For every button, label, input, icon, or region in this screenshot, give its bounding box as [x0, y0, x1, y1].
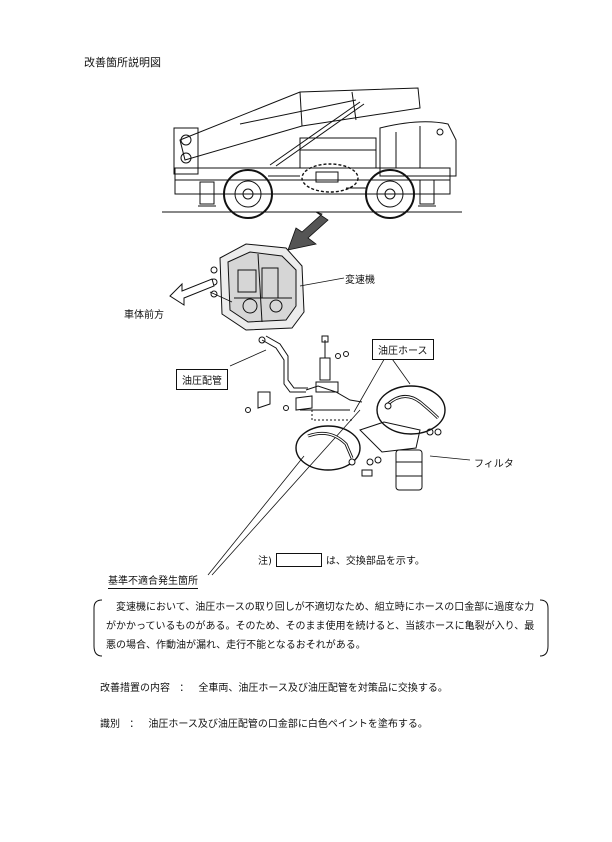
vehicle-front-arrow	[169, 278, 215, 306]
replacement-part-legend-box	[275, 552, 322, 567]
technical-diagram	[162, 87, 471, 576]
replacement-note: 注) は、交換部品を示す。	[258, 552, 425, 567]
measure-label: 改善措置の内容	[100, 683, 170, 694]
hose-highlight-right	[376, 385, 446, 435]
identification: 識別 ： 油圧ホース及び油圧配管の口金部に白色ペイントを塗布する。	[100, 715, 428, 730]
label-filter: フィルタ	[474, 459, 514, 470]
label-transmission: 変速機	[345, 275, 375, 286]
label-hydraulic-pipe: 油圧配管	[176, 369, 228, 390]
identification-separator: ：	[129, 719, 140, 730]
identification-text: 油圧ホース及び油圧配管の口金部に白色ペイントを塗布する。	[148, 719, 428, 730]
label-hydraulic-hose: 油圧ホース	[372, 339, 434, 360]
label-vehicle-front: 車体前方	[124, 310, 164, 321]
defect-description: 変速機において、油圧ホースの取り回しが不適切なため、組立時にホースの口金部に過度…	[92, 598, 550, 657]
description-brackets	[93, 599, 549, 657]
description-text: 変速機において、油圧ホースの取り回しが不適切なため、組立時にホースの口金部に過度…	[106, 602, 535, 651]
hose-highlight-left	[295, 425, 361, 471]
measure-text: 全車両、油圧ホース及び油圧配管を対策品に交換する。	[198, 683, 448, 694]
pointer-arrow	[287, 211, 329, 251]
page-title: 改善箇所説明図	[84, 56, 161, 69]
measure-separator: ：	[179, 683, 190, 694]
crane-truck-illustration	[162, 87, 462, 219]
transmission-illustration	[210, 243, 305, 331]
note-prefix: 注)	[258, 556, 272, 567]
identification-label: 識別	[100, 719, 120, 730]
label-nonconformity-location: 基準不適合発生箇所	[108, 572, 198, 589]
improvement-measure: 改善措置の内容 ： 全車両、油圧ホース及び油圧配管を対策品に交換する。	[100, 679, 448, 694]
hydraulic-piping-illustration	[245, 335, 442, 491]
note-suffix: は、交換部品を示す。	[325, 556, 425, 567]
